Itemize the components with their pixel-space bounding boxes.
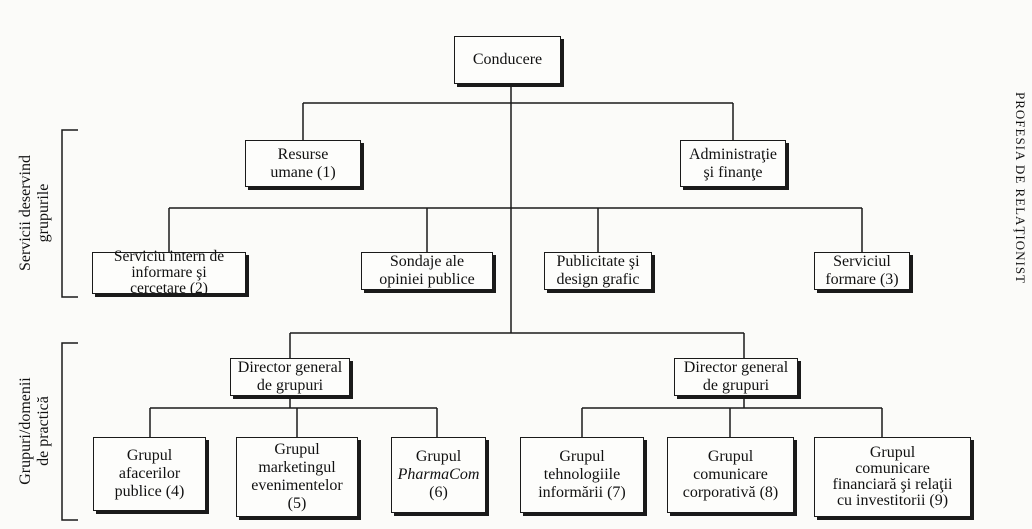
label-administratie-finante: Administraţie şi finanţe — [689, 145, 777, 181]
label-grupul-tehnologii: Grupul tehnologiile informării (7) — [538, 448, 626, 501]
pharmacom-line2: PharmaCom — [397, 466, 480, 483]
box-serviciu-intern: Serviciu intern de informare şi cercetar… — [92, 248, 246, 297]
box-conducere: Conducere — [454, 36, 561, 84]
bracket-services — [61, 129, 78, 298]
label-serviciu-intern: Serviciu intern de informare şi cercetar… — [113, 248, 225, 297]
label-director-left: Director general de grupuri — [237, 359, 343, 394]
label-grupul-financiara: Grupul comunicare financiară şi relaţii … — [832, 444, 953, 509]
box-director-right: Director general de grupuri — [674, 358, 798, 396]
box-grupul-financiara: Grupul comunicare financiară şi relaţii … — [814, 437, 971, 517]
bracket-groups — [61, 342, 78, 521]
box-director-left: Director general de grupuri — [230, 358, 350, 396]
box-serviciul-formare: Serviciul formare (3) — [814, 252, 910, 290]
box-grupul-corporativa: Grupul comunicare corporativă (8) — [667, 437, 794, 513]
label-publicitate: Publicitate şi design grafic — [556, 253, 640, 288]
pharmacom-line1: Grupul — [415, 448, 462, 465]
box-grupul-afaceri: Grupul afacerilor publice (4) — [93, 437, 206, 511]
label-grupul-marketing: Grupul marketingul evenimentelor (5) — [251, 441, 343, 512]
running-head: PROFESIA DE RELAŢIONIST — [1013, 91, 1028, 284]
box-grupul-marketing: Grupul marketingul evenimentelor (5) — [236, 437, 358, 517]
label-serviciul-formare: Serviciul formare (3) — [825, 253, 899, 288]
label-grupul-afaceri: Grupul afacerilor publice (4) — [114, 447, 185, 500]
side-label-groups: Grupuri/domenii de practică — [17, 377, 52, 485]
box-grupul-tehnologii: Grupul tehnologiile informării (7) — [520, 437, 644, 513]
label-resurse-umane: Resurse umane (1) — [270, 145, 336, 181]
label-conducere: Conducere — [472, 51, 543, 68]
box-sondaje: Sondaje ale opiniei publice — [361, 252, 493, 290]
side-label-services: Servicii deservind grupurile — [17, 155, 52, 271]
box-publicitate: Publicitate şi design grafic — [544, 252, 652, 290]
label-sondaje: Sondaje ale opiniei publice — [379, 253, 475, 288]
label-director-right: Director general de grupuri — [683, 359, 789, 394]
box-resurse-umane: Resurse umane (1) — [245, 140, 361, 187]
label-grupul-corporativa: Grupul comunicare corporativă (8) — [682, 448, 779, 501]
box-administratie-finante: Administraţie şi finanţe — [680, 140, 786, 187]
pharmacom-line3: (6) — [429, 484, 448, 501]
